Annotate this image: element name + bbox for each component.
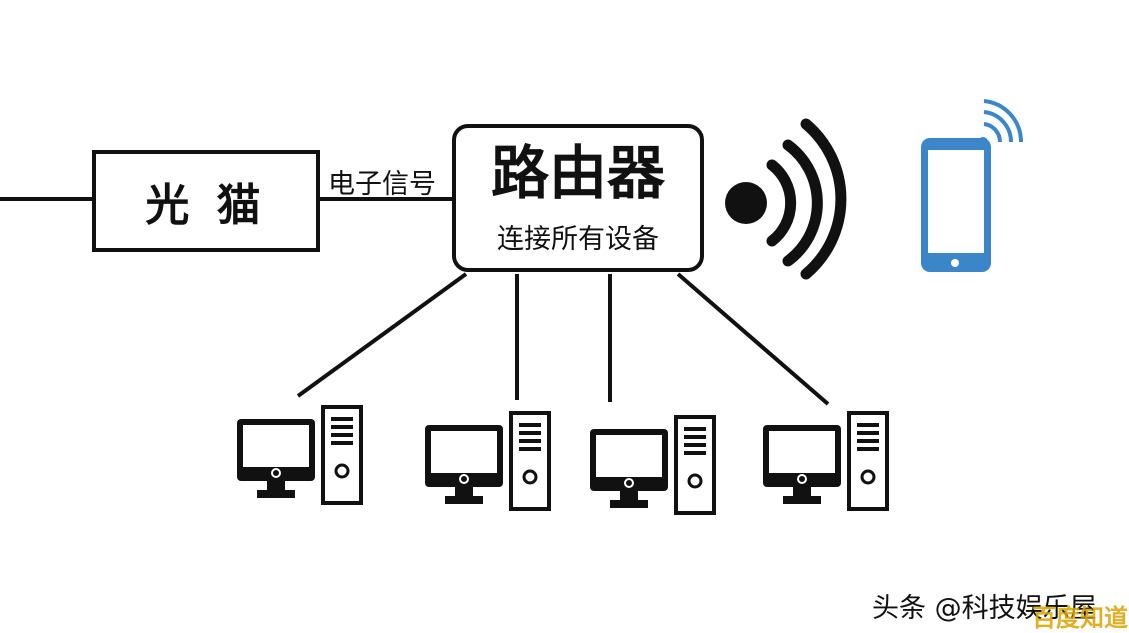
router-box: 路由器 连接所有设备 xyxy=(452,124,704,272)
wifi-signal-icon xyxy=(725,118,847,280)
router-to-desktop-4-line xyxy=(676,272,830,406)
modem-box: 光 猫 xyxy=(92,150,320,252)
desktop-computer-icon xyxy=(235,405,363,505)
desktop-computer-icon xyxy=(423,411,551,511)
watermark: 百度知道 xyxy=(1032,604,1128,632)
router-subtitle: 连接所有设备 xyxy=(497,224,659,255)
footer-credit: 头条 @科技娱乐屋 xyxy=(872,593,1097,624)
phone-icon xyxy=(921,99,1024,272)
desktop-computer-icon xyxy=(761,411,889,511)
router-to-desktop-1-line xyxy=(296,272,468,398)
router-title: 路由器 xyxy=(490,139,665,207)
desktop-computer-icon xyxy=(588,415,716,515)
link-label: 电子信号 xyxy=(328,169,436,200)
modem-label: 光 猫 xyxy=(145,180,267,231)
